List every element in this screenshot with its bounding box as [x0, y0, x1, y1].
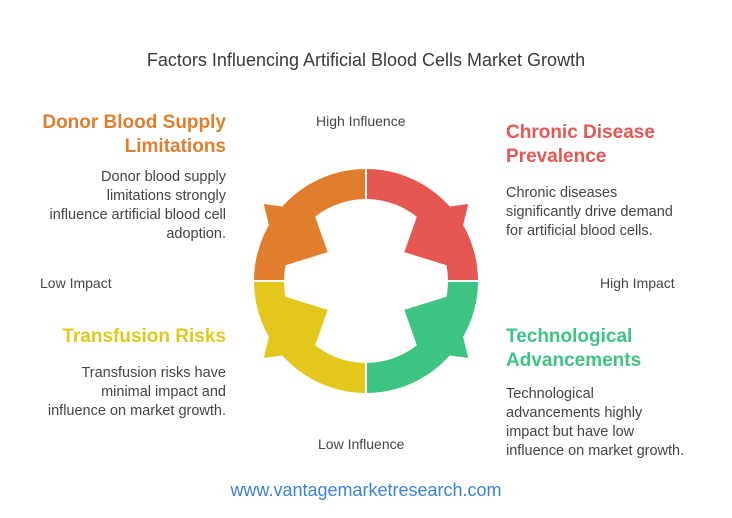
- axis-label-low-impact: Low Impact: [40, 275, 112, 291]
- desc-transfusion-risks: Transfusion risks have minimal impact an…: [47, 365, 226, 419]
- axis-label-high-impact: High Impact: [600, 275, 675, 291]
- axis-label-high-influence: High Influence: [316, 113, 406, 129]
- page-title: Factors Influencing Artificial Blood Cel…: [146, 50, 586, 70]
- heading-technological-advancements: Technological Advancements: [506, 326, 642, 371]
- heading-chronic-disease: Chronic Disease Prevalence: [506, 122, 655, 167]
- ring-segment-donor-blood-arrowhead: [263, 203, 328, 268]
- quadrant-ring-diagram: [252, 167, 480, 395]
- desc-chronic-disease: Chronic diseases significantly drive dem…: [506, 185, 673, 239]
- heading-donor-blood-supply: Donor Blood Supply Limitations: [42, 112, 226, 157]
- heading-transfusion-risks: Transfusion Risks: [62, 326, 226, 347]
- ring-segment-transfusion-arrowhead: [263, 294, 328, 359]
- axis-label-low-influence: Low Influence: [318, 436, 405, 452]
- ring-segment-chronic-disease-arrowhead: [404, 203, 469, 268]
- ring-segment-technological-arrowhead: [404, 294, 469, 359]
- desc-technological-advancements: Technological advancements highly impact…: [506, 386, 685, 459]
- desc-donor-blood-supply: Donor blood supply limitations strongly …: [49, 169, 226, 242]
- footer-url[interactable]: www.vantagemarketresearch.com: [230, 480, 502, 500]
